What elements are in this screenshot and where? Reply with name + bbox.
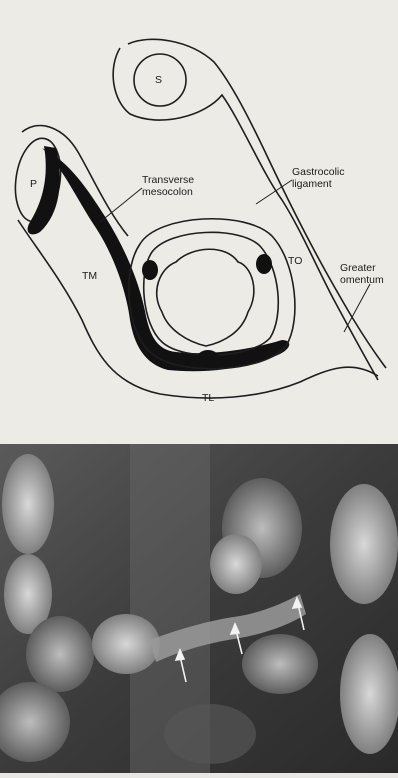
right-bowel-loop-5 xyxy=(340,634,398,754)
anatomical-diagram: S P Transverse mesocolon Gastrocolic lig… xyxy=(0,0,398,440)
left-bowel-loop-3 xyxy=(26,616,94,692)
colon-inner-wall xyxy=(144,232,279,355)
radiograph-drawing xyxy=(0,444,398,773)
right-bowel-loop-6 xyxy=(164,704,256,764)
diagram-drawing xyxy=(0,0,398,440)
label-tl: TL xyxy=(202,392,214,404)
label-greater-omentum: Greater omentum xyxy=(340,262,384,286)
left-bowel-loop-4 xyxy=(92,614,160,674)
leader-gastrocolic-ligament xyxy=(256,180,292,204)
label-to: TO xyxy=(288,255,302,267)
label-gastrocolic-ligament: Gastrocolic ligament xyxy=(292,166,345,190)
right-bowel-loop-2 xyxy=(330,484,398,604)
label-tm: TM xyxy=(82,270,97,282)
pancreas-black-cap xyxy=(28,146,60,234)
taenia-mesocolica-mark xyxy=(142,260,158,280)
taenia-libera-mark xyxy=(197,350,219,366)
label-spleen: S xyxy=(155,74,162,86)
taenia-omentalis-mark xyxy=(256,254,272,274)
radiograph-image xyxy=(0,444,398,773)
right-bowel-loop-3 xyxy=(210,534,262,594)
peritoneum-lower xyxy=(18,220,378,398)
colon-lumen xyxy=(157,249,254,346)
right-bowel-loop-4 xyxy=(242,634,318,694)
label-pancreas: P xyxy=(30,178,37,190)
label-transverse-mesocolon: Transverse mesocolon xyxy=(142,174,194,198)
left-bowel-loop-1 xyxy=(2,454,54,554)
